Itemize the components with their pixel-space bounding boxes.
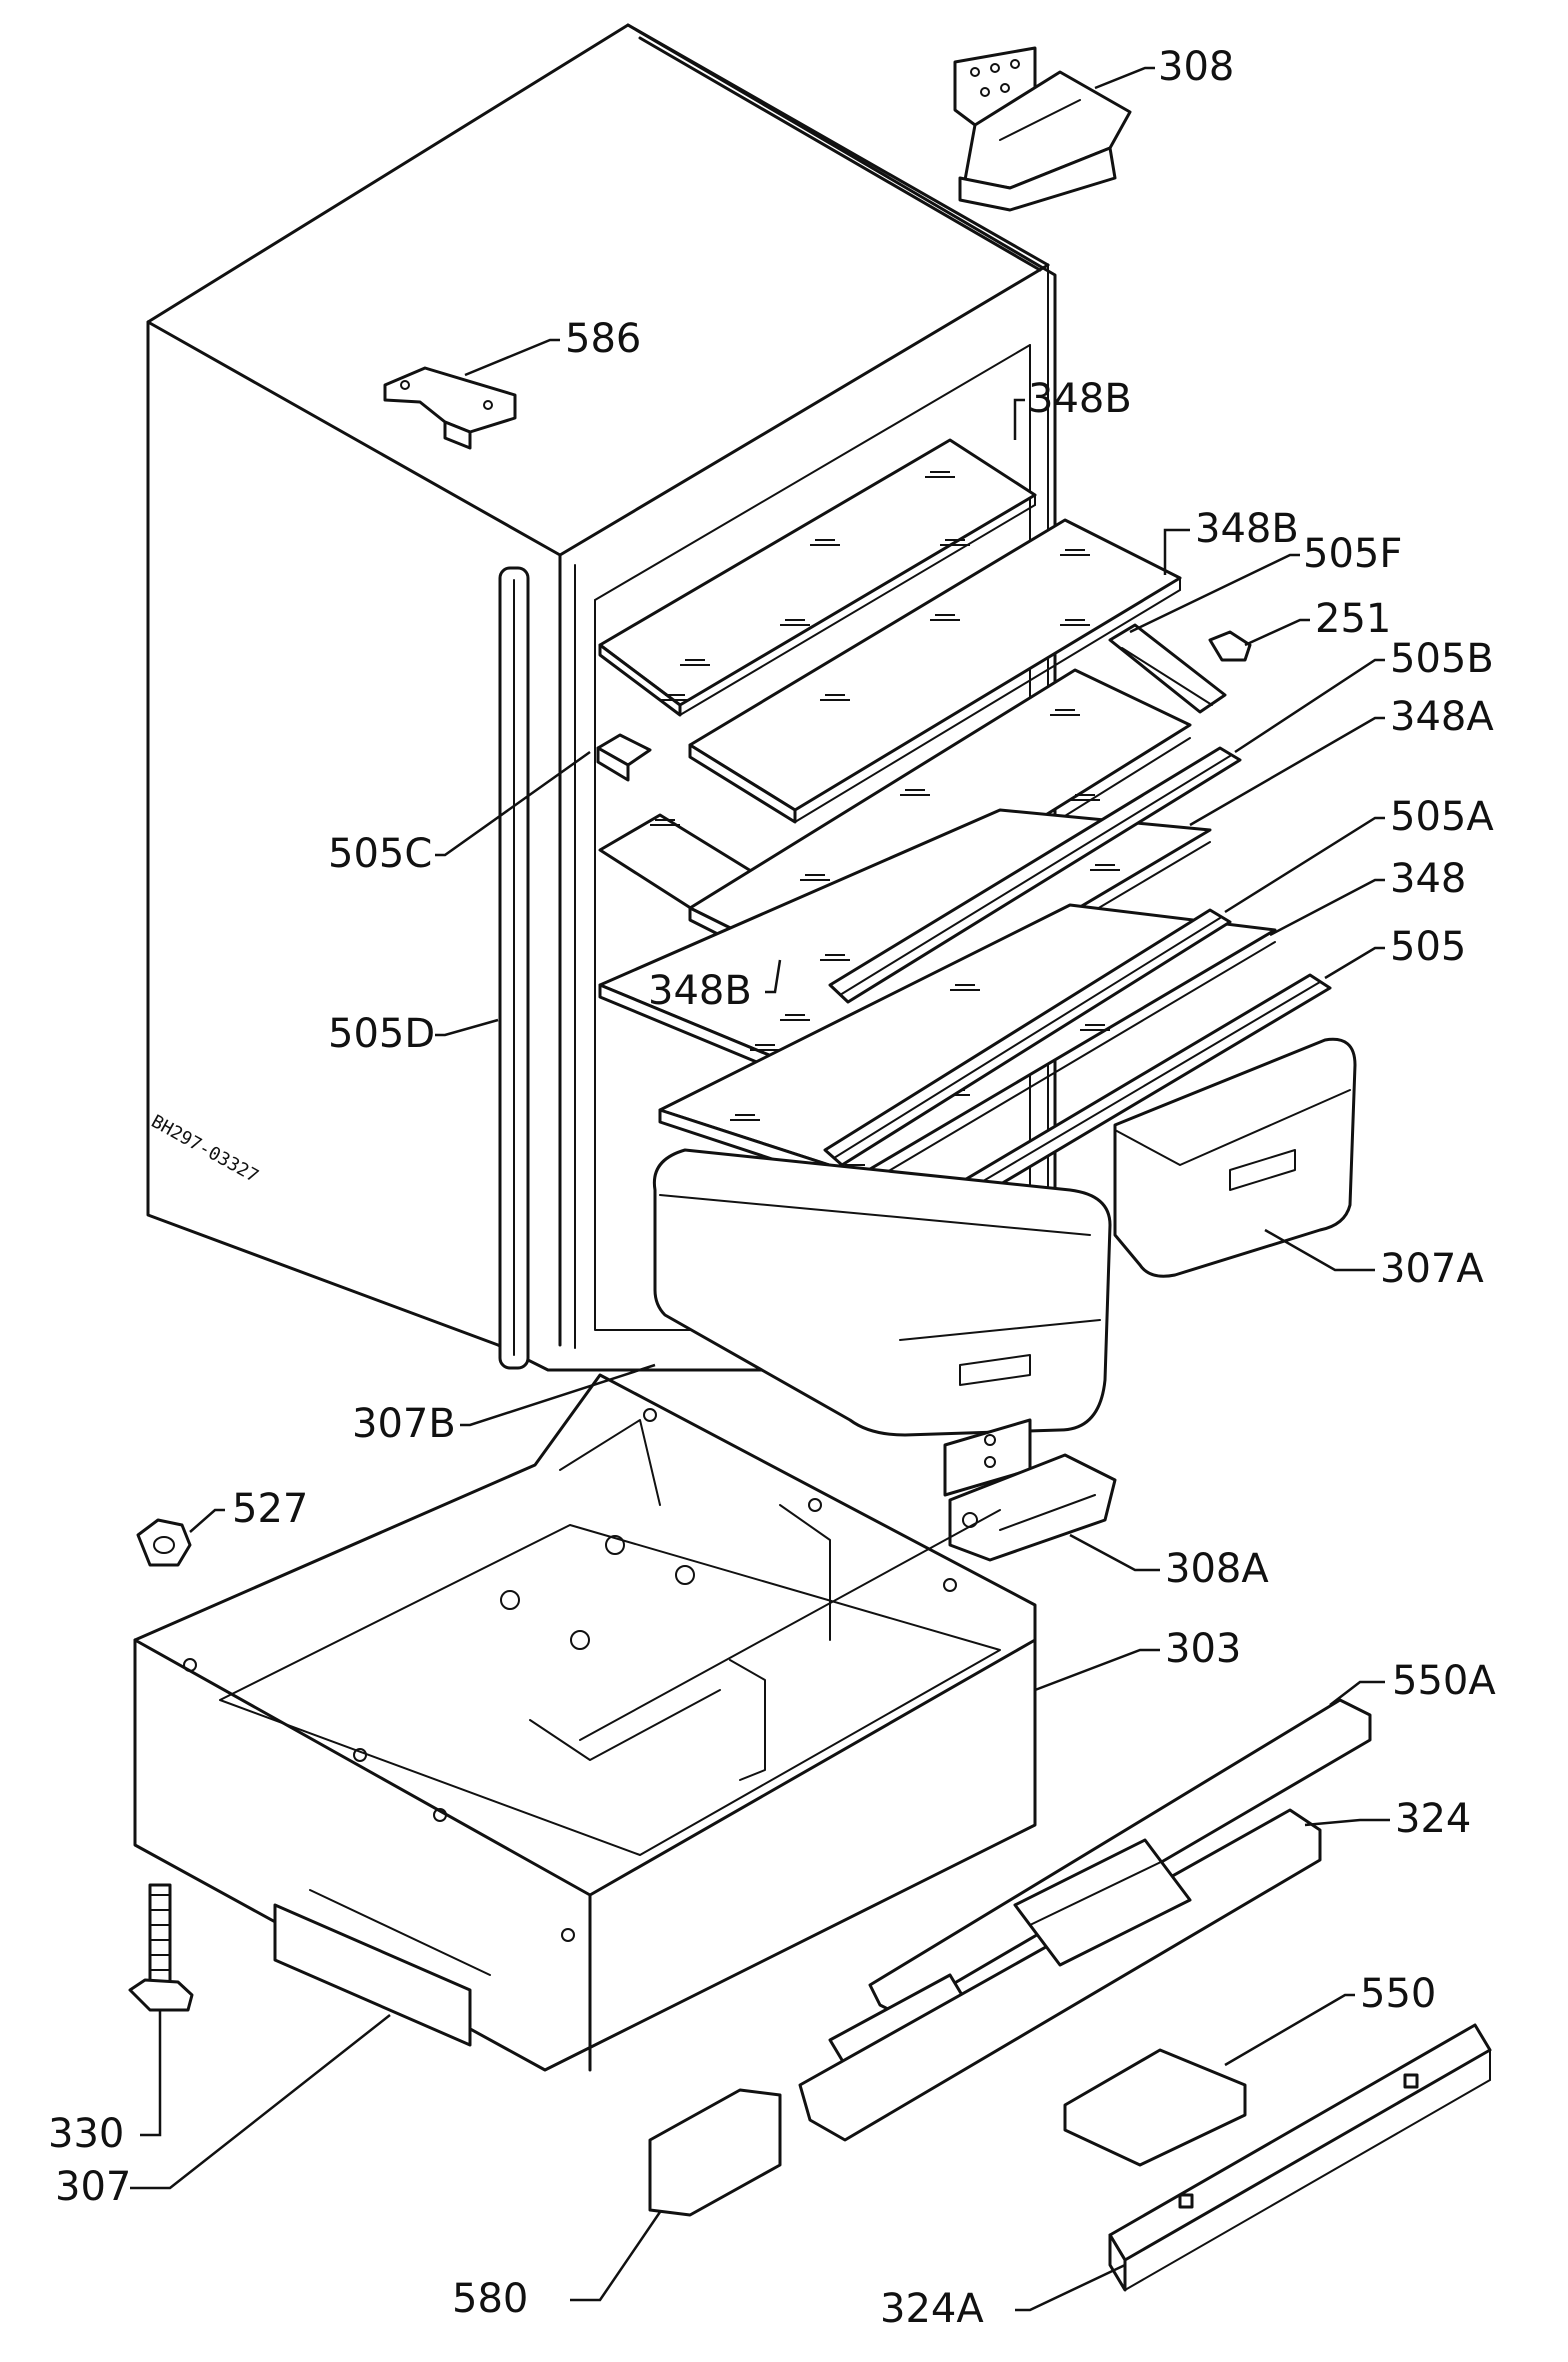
hinge-308: [953, 46, 1132, 212]
bracket-586: [383, 366, 517, 450]
label-324: 324: [1395, 1796, 1471, 1842]
label-324A: 324A: [880, 2286, 984, 2332]
glass-shelf-348B-top: [598, 438, 1037, 717]
crisper-drawer-307A: [1113, 1037, 1357, 1278]
label-330: 330: [48, 2111, 124, 2157]
front-panel-307: [273, 1889, 491, 2047]
label-586: 586: [565, 316, 641, 362]
label-307A: 307A: [1380, 1246, 1484, 1292]
label-308: 308: [1158, 44, 1234, 90]
strip-324A: [1108, 2023, 1492, 2292]
trim-505C: [596, 733, 652, 782]
label-505F: 505F: [1303, 531, 1402, 577]
pad-580: [648, 2088, 782, 2217]
label-527: 527: [232, 1486, 308, 1532]
label-348: 348: [1390, 856, 1466, 902]
label-550: 550: [1360, 1971, 1436, 2017]
hinge-308A: [943, 1418, 1117, 1562]
foot-screw-330: [128, 1883, 194, 2012]
trim-505A: [823, 908, 1232, 1167]
trim-505F: [1108, 623, 1227, 714]
label-303: 303: [1165, 1626, 1241, 1672]
label-550A: 550A: [1392, 1658, 1496, 1704]
label-505C: 505C: [328, 831, 432, 877]
label-308A: 308A: [1165, 1546, 1269, 1592]
label-505B: 505B: [1390, 636, 1494, 682]
clip-251: [1208, 630, 1252, 662]
glass-shelf-348B-middle: [688, 518, 1182, 824]
label-348B-lower: 348B: [648, 968, 752, 1014]
part-labels: 308 586 348B 348B 505F 251 505B 348A 505…: [48, 44, 1496, 2332]
label-348B-middle: 348B: [1195, 506, 1299, 552]
base-303: [133, 1373, 1037, 2072]
crisper-drawer-307B: [652, 1148, 1112, 1437]
trim-505B: [828, 746, 1242, 1004]
label-505D: 505D: [328, 1011, 435, 1057]
label-307: 307: [55, 2164, 131, 2210]
cover-324: [798, 1808, 1322, 2142]
label-505: 505: [1390, 924, 1466, 970]
label-580: 580: [452, 2276, 528, 2322]
pad-550: [1063, 2048, 1247, 2167]
label-251: 251: [1315, 596, 1391, 642]
leader-lines: [130, 66, 1390, 2312]
label-505A: 505A: [1390, 794, 1494, 840]
label-307B: 307B: [352, 1401, 456, 1447]
nut-527: [136, 1518, 192, 1567]
label-348A: 348A: [1390, 694, 1494, 740]
label-348B-top: 348B: [1028, 376, 1132, 422]
